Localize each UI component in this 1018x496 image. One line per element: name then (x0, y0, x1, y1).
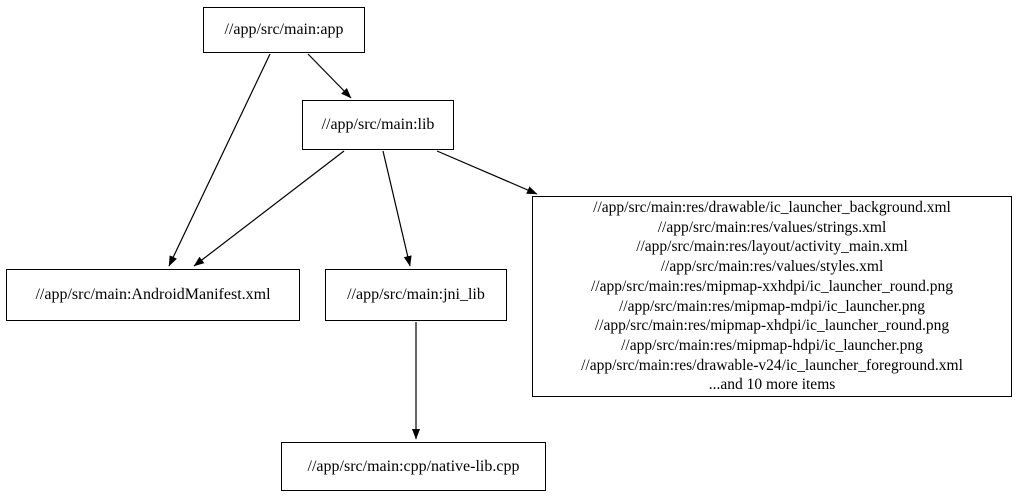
edge-lib-to-jnilib (382, 150, 412, 267)
res-group-line: //app/src/main:res/mipmap-mdpi/ic_launch… (618, 297, 926, 315)
graph-node-app[interactable]: //app/src/main:app (203, 7, 365, 53)
edge-lib-to-res-group (436, 150, 538, 195)
res-group-line: //app/src/main:res/values/styles.xml (660, 258, 884, 276)
res-group-line: //app/src/main:res/mipmap-xhdpi/ic_launc… (594, 317, 950, 335)
graph-node-lib-label: //app/src/main:lib (321, 116, 435, 133)
edge-app-to-lib (307, 53, 352, 99)
res-group-line: //app/src/main:res/mipmap-hdpi/ic_launch… (621, 336, 923, 354)
graph-node-android-manifest[interactable]: //app/src/main:AndroidManifest.xml (6, 269, 300, 321)
graph-node-native-lib-cpp[interactable]: //app/src/main:cpp/native-lib.cpp (281, 442, 546, 491)
res-group-line: //app/src/main:res/drawable-v24/ic_launc… (581, 356, 963, 374)
graph-node-jni-lib-label: //app/src/main:jni_lib (347, 286, 485, 303)
res-group-line: //app/src/main:res/mipmap-xxhdpi/ic_laun… (590, 277, 953, 295)
graph-node-lib[interactable]: //app/src/main:lib (302, 100, 454, 150)
res-group-line: //app/src/main:res/values/strings.xml (657, 218, 887, 236)
res-group-line: //app/src/main:res/layout/activity_main.… (636, 238, 908, 256)
res-group-line: //app/src/main:res/drawable/ic_launcher_… (593, 198, 951, 216)
graph-node-app-label: //app/src/main:app (224, 21, 344, 38)
graph-node-jni-lib[interactable]: //app/src/main:jni_lib (325, 269, 507, 321)
graph-node-res-group[interactable]: //app/src/main:res/drawable/ic_launcher_… (532, 196, 1012, 397)
graph-node-android-manifest-label: //app/src/main:AndroidManifest.xml (35, 286, 271, 303)
edge-lib-to-manifest (193, 150, 345, 267)
res-group-more-items: ...and 10 more items (708, 376, 836, 394)
edge-app-to-manifest (168, 53, 271, 267)
graph-node-native-lib-cpp-label: //app/src/main:cpp/native-lib.cpp (307, 457, 520, 475)
